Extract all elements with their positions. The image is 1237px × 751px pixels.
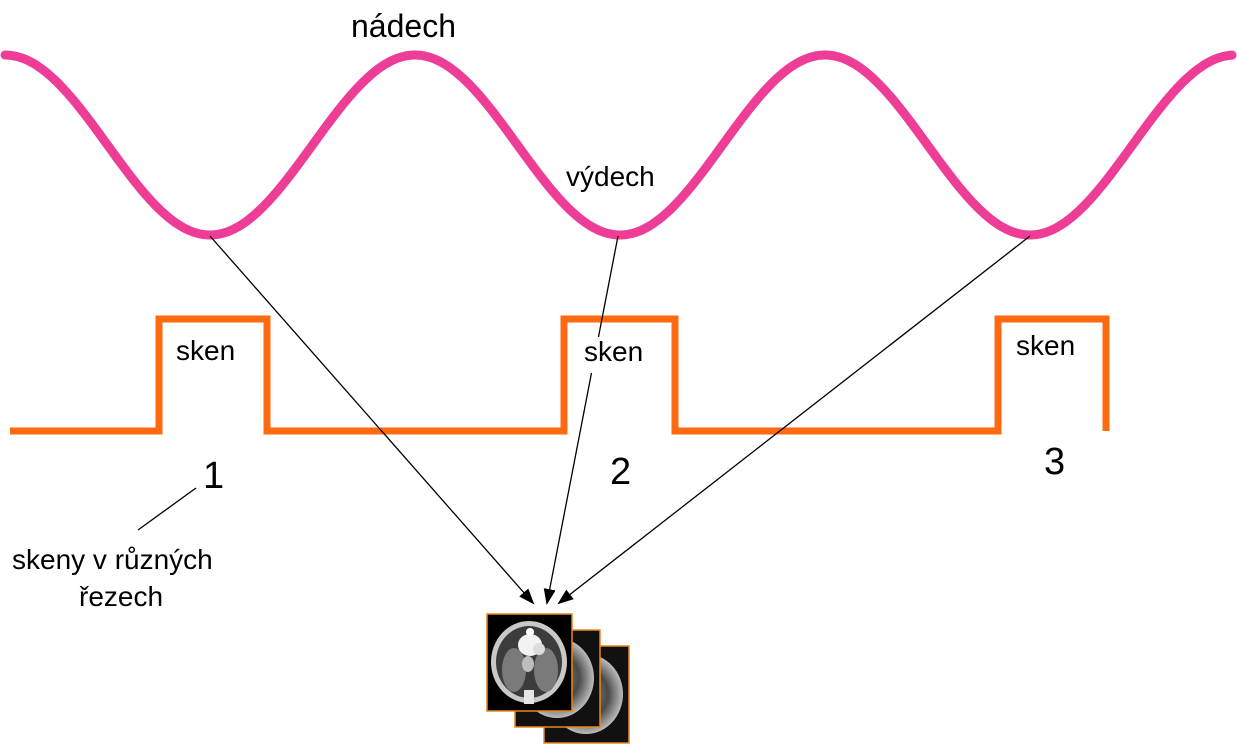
scan-number-1: 1 <box>203 455 224 497</box>
arrow-2 <box>543 235 619 605</box>
arrow-3 <box>557 235 1031 605</box>
ct-slice-stack-icon <box>486 613 630 744</box>
scan-label-3: sken <box>1016 330 1075 361</box>
ct-slice-1 <box>486 613 573 712</box>
breathing-curve <box>0 50 1237 240</box>
annotation-leader-line <box>137 487 197 531</box>
annotation-line-2: řezech <box>79 581 163 612</box>
scan-number-3: 3 <box>1044 441 1065 483</box>
arrow-1 <box>209 235 535 605</box>
scan-label-1: sken <box>176 335 235 366</box>
exhale-label: výdech <box>566 161 655 192</box>
scan-label-2: sken <box>584 336 643 367</box>
inhale-label: nádech <box>351 8 456 44</box>
scan-number-2: 2 <box>610 451 631 493</box>
scan-signal <box>10 315 1110 435</box>
annotation-line-1: skeny v různých <box>12 544 213 575</box>
